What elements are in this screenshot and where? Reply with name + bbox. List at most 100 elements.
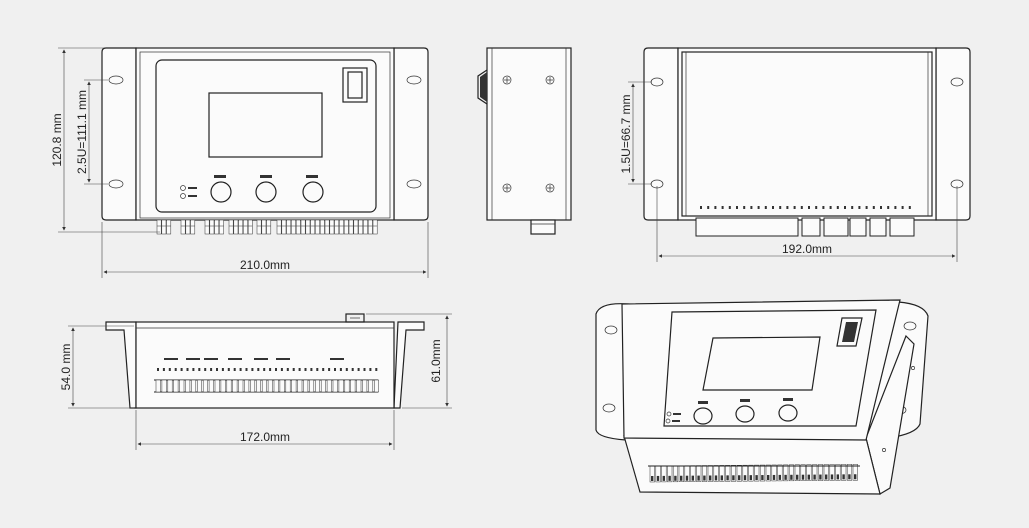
terminal-pin <box>368 379 374 393</box>
terminal-pin <box>209 219 215 235</box>
terminal-mark <box>216 368 218 371</box>
iso-side-screw <box>882 448 886 452</box>
right-flange <box>935 47 971 221</box>
terminal-mark <box>750 206 753 209</box>
terminal-pin <box>315 379 320 393</box>
terminal-screw <box>767 475 770 480</box>
terminal-pin <box>219 219 224 235</box>
terminal-screw <box>807 474 810 480</box>
terminal-pin <box>343 219 349 235</box>
terminal-pin <box>353 219 359 235</box>
terminal-screw <box>720 475 723 481</box>
terminal-block <box>801 217 821 237</box>
back-width-label: 192.0mm <box>782 242 832 256</box>
terminal-pin <box>367 219 373 235</box>
terminal-screw <box>772 474 776 480</box>
terminal-mark <box>908 206 911 209</box>
terminal-pin <box>372 219 378 235</box>
iso-box-side <box>865 334 915 495</box>
terminal-screw <box>697 475 700 481</box>
terminal-mark <box>829 206 832 209</box>
terminal-pin <box>730 465 737 482</box>
terminal-pin <box>823 464 829 481</box>
terminal-pin <box>319 219 325 235</box>
terminal-screw <box>703 475 706 481</box>
terminal-pin <box>305 219 311 235</box>
iso-button-1 <box>693 407 713 425</box>
terminal-mark <box>793 206 796 209</box>
terminal-mark <box>764 206 767 209</box>
terminal-pin <box>846 464 853 481</box>
terminal-pin <box>155 379 161 393</box>
side-view <box>477 47 572 235</box>
terminal-block <box>889 217 915 237</box>
terminal-pin <box>185 379 191 393</box>
terminal-mark <box>815 206 818 209</box>
right-flange <box>393 47 429 221</box>
terminal-mark <box>275 368 277 371</box>
button-label-mark <box>698 401 708 404</box>
terminal-mark <box>334 368 336 371</box>
terminal-pin <box>326 379 332 393</box>
terminal-block <box>695 217 799 237</box>
terminal-screw <box>738 475 741 481</box>
terminal-screw <box>842 474 845 480</box>
terminal-pin <box>309 379 315 393</box>
terminal-pin <box>228 219 234 235</box>
terminal-mark <box>162 368 165 371</box>
mount-slot <box>108 179 124 189</box>
terminal-pin <box>358 219 364 235</box>
terminal-mark <box>363 368 366 371</box>
terminal-screw <box>801 474 805 480</box>
terminal-pin <box>777 464 783 482</box>
power-switch <box>342 67 368 103</box>
terminal-screw <box>726 475 729 481</box>
front-terminal-row <box>156 219 378 235</box>
mount-slot <box>108 75 124 85</box>
back-body-inner <box>681 51 933 217</box>
terminal-pin <box>725 465 731 482</box>
terminal-pin <box>841 464 847 481</box>
switch-profile-fill <box>480 72 487 102</box>
terminal-mark <box>743 206 746 209</box>
terminal-pin <box>829 464 835 481</box>
terminal-pin <box>266 219 272 235</box>
right-flange-profile <box>393 321 425 409</box>
terminal-pin <box>281 219 287 235</box>
terminal-screw <box>854 474 857 480</box>
terminal-pin <box>261 379 267 393</box>
terminal-mark <box>186 368 189 371</box>
terminal-pin <box>191 379 197 393</box>
mount-slot <box>406 75 422 85</box>
button-label-mark <box>740 399 750 402</box>
lcd-screen <box>208 92 323 158</box>
led-indicator <box>180 193 186 199</box>
terminal-pin <box>320 379 326 393</box>
left-flange-profile <box>105 321 137 409</box>
terminal-pin <box>244 379 250 393</box>
switch-profile <box>477 69 488 105</box>
terminal-pin <box>267 379 273 393</box>
terminal-pin <box>794 464 800 481</box>
terminal-pin <box>362 379 368 393</box>
terminal-mark <box>369 368 372 371</box>
terminal-header-mark <box>228 358 242 360</box>
iso-front-body <box>621 299 901 441</box>
terminal-pin <box>332 379 338 393</box>
led-label-mark <box>673 413 681 415</box>
bottom-body <box>135 321 395 409</box>
terminal-screw <box>709 475 712 481</box>
terminal-pin <box>291 219 296 235</box>
terminal-pin <box>812 464 818 481</box>
terminal-pin <box>759 464 766 482</box>
terminal-pin <box>161 219 167 235</box>
terminal-pin <box>800 464 806 481</box>
terminal-screw <box>813 474 816 480</box>
button-label-mark <box>260 175 272 178</box>
terminal-pin <box>374 379 379 393</box>
terminal-pin <box>179 379 185 393</box>
front-view: 210.0mm 120.8 mm 2.5U=111.1 mm <box>50 47 429 278</box>
terminal-pin <box>295 219 301 235</box>
terminal-screw <box>836 474 839 480</box>
terminal-pin <box>806 464 812 481</box>
